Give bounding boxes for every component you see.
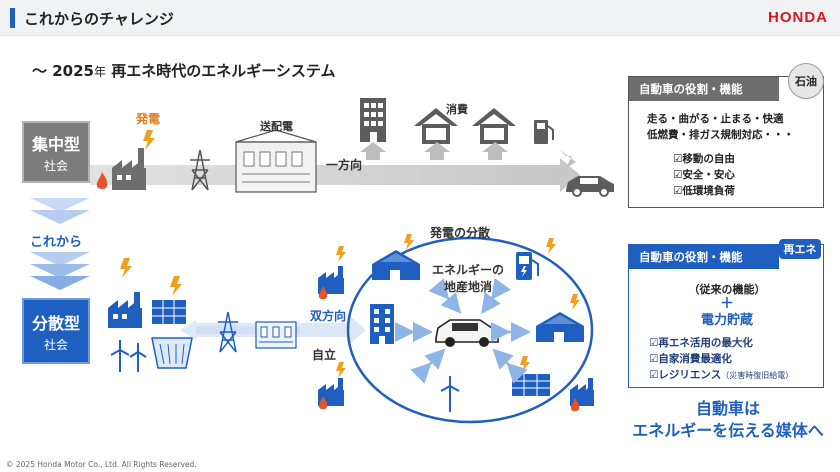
bidirectional-arrows: [395, 277, 531, 384]
factory-icon: [108, 292, 142, 328]
solar-panel-icon: [512, 374, 550, 396]
factory-icon: [112, 148, 146, 190]
lightning-icon: [143, 130, 155, 150]
centralized-society-box: 集中型 社会: [22, 121, 90, 183]
solar-house-icon: [536, 312, 584, 342]
local-production-line2: 地産地消: [443, 280, 492, 294]
subtitle-year-suffix: 年: [93, 65, 106, 79]
slide-title: これからのチャレンジ: [24, 10, 174, 28]
check-mobility: ☑移動の自由: [673, 153, 735, 165]
centralized-subtitle: 社会: [43, 158, 68, 173]
wind-turbine-icon: [110, 340, 147, 372]
oil-tag: 石油: [788, 63, 824, 99]
plus-sign: ＋: [720, 296, 734, 312]
substation-icon: [235, 129, 317, 193]
lightning-icon: [520, 356, 530, 372]
local-production-line1: エネルギーの: [431, 263, 504, 277]
lightning-icon: [120, 258, 132, 278]
transmission-tower-icon: [190, 149, 210, 191]
lightning-icon: [336, 246, 346, 262]
closing-line-2: エネルギーを伝える媒体へ: [632, 421, 824, 440]
panel-line-2: 低燃費・排ガス規制対応・・・: [647, 129, 794, 141]
building-icon: [360, 98, 386, 142]
transmission-tower-icon: [218, 311, 238, 353]
dam-icon: [151, 337, 193, 369]
consumption-label: 消費: [446, 103, 468, 116]
distributed-society-box: 分散型 社会: [22, 298, 90, 364]
panel-heading: 自動車の役割・機能: [629, 77, 779, 101]
house-icon: [414, 108, 458, 144]
panel-heading: 自動車の役割・機能: [629, 245, 779, 269]
distributed-generation-label: 発電の分散: [430, 226, 491, 240]
subtitle-year: 〜 2025: [32, 62, 94, 80]
resilience-label: ☑レジリエンス: [649, 369, 722, 381]
flame-icon: [96, 172, 108, 189]
honda-logo: HONDA: [768, 9, 828, 26]
lightning-icon: [570, 294, 580, 310]
flame-icon: [318, 286, 328, 300]
up-arrow-icon: [424, 142, 450, 160]
transition-chevrons: [30, 198, 90, 290]
local-energy-circle: [346, 236, 594, 424]
check-renewable-max: ☑再エネ活用の最大化: [649, 337, 753, 349]
renewable-tag: 再エネ: [779, 239, 821, 259]
ev-car-icon: [435, 319, 499, 347]
copyright-footer: © 2025 Honda Motor Co., Ltd. All Rights …: [6, 460, 197, 469]
bidirectional-label: 双方向: [310, 309, 347, 323]
independent-label: 自立: [312, 348, 337, 362]
power-storage-label: 電力貯蔵: [700, 313, 753, 328]
one-way-label: 一方向: [326, 158, 363, 172]
check-safety: ☑安全・安心: [673, 169, 735, 181]
centralized-title: 集中型: [31, 134, 80, 154]
slide-subtitle: 〜 2025年 再エネ時代のエネルギーシステム: [32, 60, 336, 81]
distributed-subtitle: 社会: [43, 337, 68, 352]
distributed-title: 分散型: [31, 313, 80, 333]
oil-era-role-panel: 自動車の役割・機能 石油 走る・曲がる・止まる・快適 低燃費・排ガス規制対応・・…: [628, 63, 824, 208]
centralized-flow-band: [90, 158, 580, 192]
subtitle-main: 再エネ時代のエネルギーシステム: [111, 62, 336, 80]
conventional-function-label: （従来の機能）: [688, 283, 766, 296]
building-icon: [370, 304, 394, 344]
up-arrow-icon: [360, 142, 386, 160]
flame-icon: [570, 398, 580, 412]
lightning-icon: [546, 238, 556, 254]
closing-message: 自動車は エネルギーを伝える媒体へ: [622, 398, 834, 442]
slide-header: これからのチャレンジ HONDA: [0, 0, 840, 36]
house-icon: [472, 108, 516, 144]
renewable-era-role-panel: 自動車の役割・機能 再エネ （従来の機能） ＋ 電力貯蔵 ☑再エネ活用の最大化 …: [628, 239, 824, 388]
solar-house-icon: [372, 250, 420, 280]
down-arrow-icon: [560, 150, 576, 168]
resilience-note: （災害時復旧給電）: [721, 371, 794, 380]
flame-icon: [318, 396, 328, 410]
wind-turbine-icon: [440, 376, 460, 412]
ev-charger-icon: [516, 252, 539, 280]
transition-label: これから: [30, 235, 83, 250]
car-icon: [566, 176, 614, 197]
check-resilience: ☑レジリエンス（災害時復旧給電）: [649, 367, 793, 382]
transmission-label: 送配電: [260, 120, 293, 133]
panel-line-1: 走る・曲がる・止まる・快適: [647, 113, 784, 125]
check-low-impact: ☑低環境負荷: [673, 185, 735, 197]
substation-icon: [255, 321, 297, 349]
check-self-consumption: ☑自家消費最適化: [649, 353, 732, 365]
lightning-icon: [404, 234, 414, 250]
closing-line-1: 自動車は: [695, 399, 760, 418]
local-production-label: エネルギーの 地産地消: [410, 262, 526, 296]
fuel-pump-icon: [534, 120, 554, 144]
lightning-icon: [170, 276, 182, 296]
solar-panel-icon: [152, 300, 186, 324]
lightning-icon: [336, 362, 346, 378]
header-accent-bar: [10, 8, 15, 28]
generation-label: 発電: [136, 112, 161, 126]
up-arrow-icon: [482, 142, 508, 160]
